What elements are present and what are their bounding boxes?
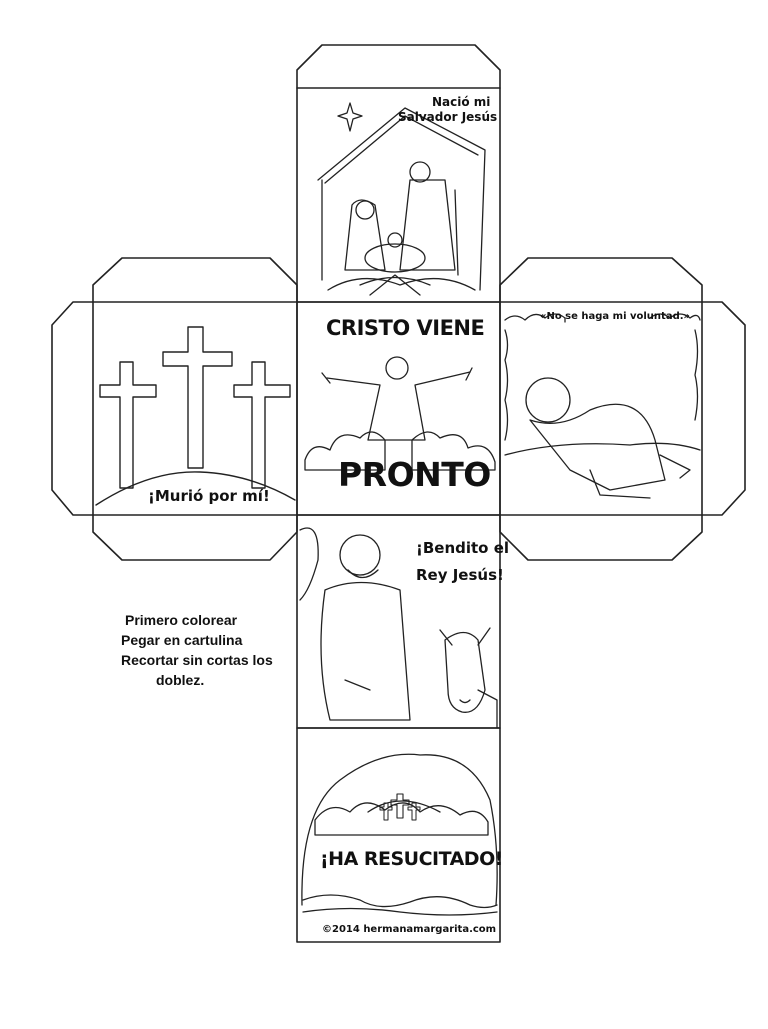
left-caption: ¡Murió por mí! (148, 487, 270, 505)
face-bottom (296, 727, 501, 943)
top-caption-line1: Nació mi (432, 95, 491, 109)
star-icon (337, 102, 363, 132)
center-title: CRISTO VIENE (326, 316, 485, 340)
cross-icon (233, 361, 291, 489)
center-subtitle: PRONTO (338, 455, 491, 494)
prayer-illustration (504, 313, 701, 499)
copyright-text: ©2014 hermanamargarita.com (322, 924, 497, 935)
instruction-line-2: Pegar en cartulina (121, 632, 243, 648)
lower-caption-line1: ¡Bendito el (416, 539, 510, 557)
flap-left-side (51, 301, 94, 516)
instruction-line-1: Primero colorear (125, 612, 238, 628)
cross-icon (379, 802, 393, 821)
flap-top (296, 44, 501, 89)
instructions: Primero colorear Pegar en cartulina Reco… (112, 610, 273, 690)
flap-right-top (499, 257, 703, 303)
face-left (92, 301, 298, 516)
cross-icon (99, 361, 157, 489)
instruction-line-3: Recortar sin cortas los (121, 652, 273, 668)
tomb-icon (301, 753, 498, 916)
cross-icon (162, 326, 233, 469)
flap-right-side (701, 301, 746, 516)
cross-icon (407, 802, 421, 821)
flap-left-bottom (92, 514, 298, 561)
top-caption-line2: Salvador Jesús (398, 110, 498, 124)
cloud-icon (304, 431, 496, 471)
face-right (499, 301, 703, 516)
nativity-illustration (317, 107, 486, 296)
right-caption: «No se haga mi voluntad.» (540, 311, 690, 322)
crucifixion-illustration (95, 326, 296, 506)
christ-returning-illustration (304, 356, 496, 471)
cross-icon (390, 793, 410, 819)
lower-caption-line2: Rey Jesús! (416, 566, 504, 584)
flap-right-bottom (499, 514, 703, 561)
flap-left-top (92, 257, 298, 303)
triumphal-entry-illustration (299, 527, 498, 729)
instruction-line-4: doblez. (156, 672, 205, 688)
bottom-caption: ¡HA RESUCITADO! (320, 848, 503, 870)
